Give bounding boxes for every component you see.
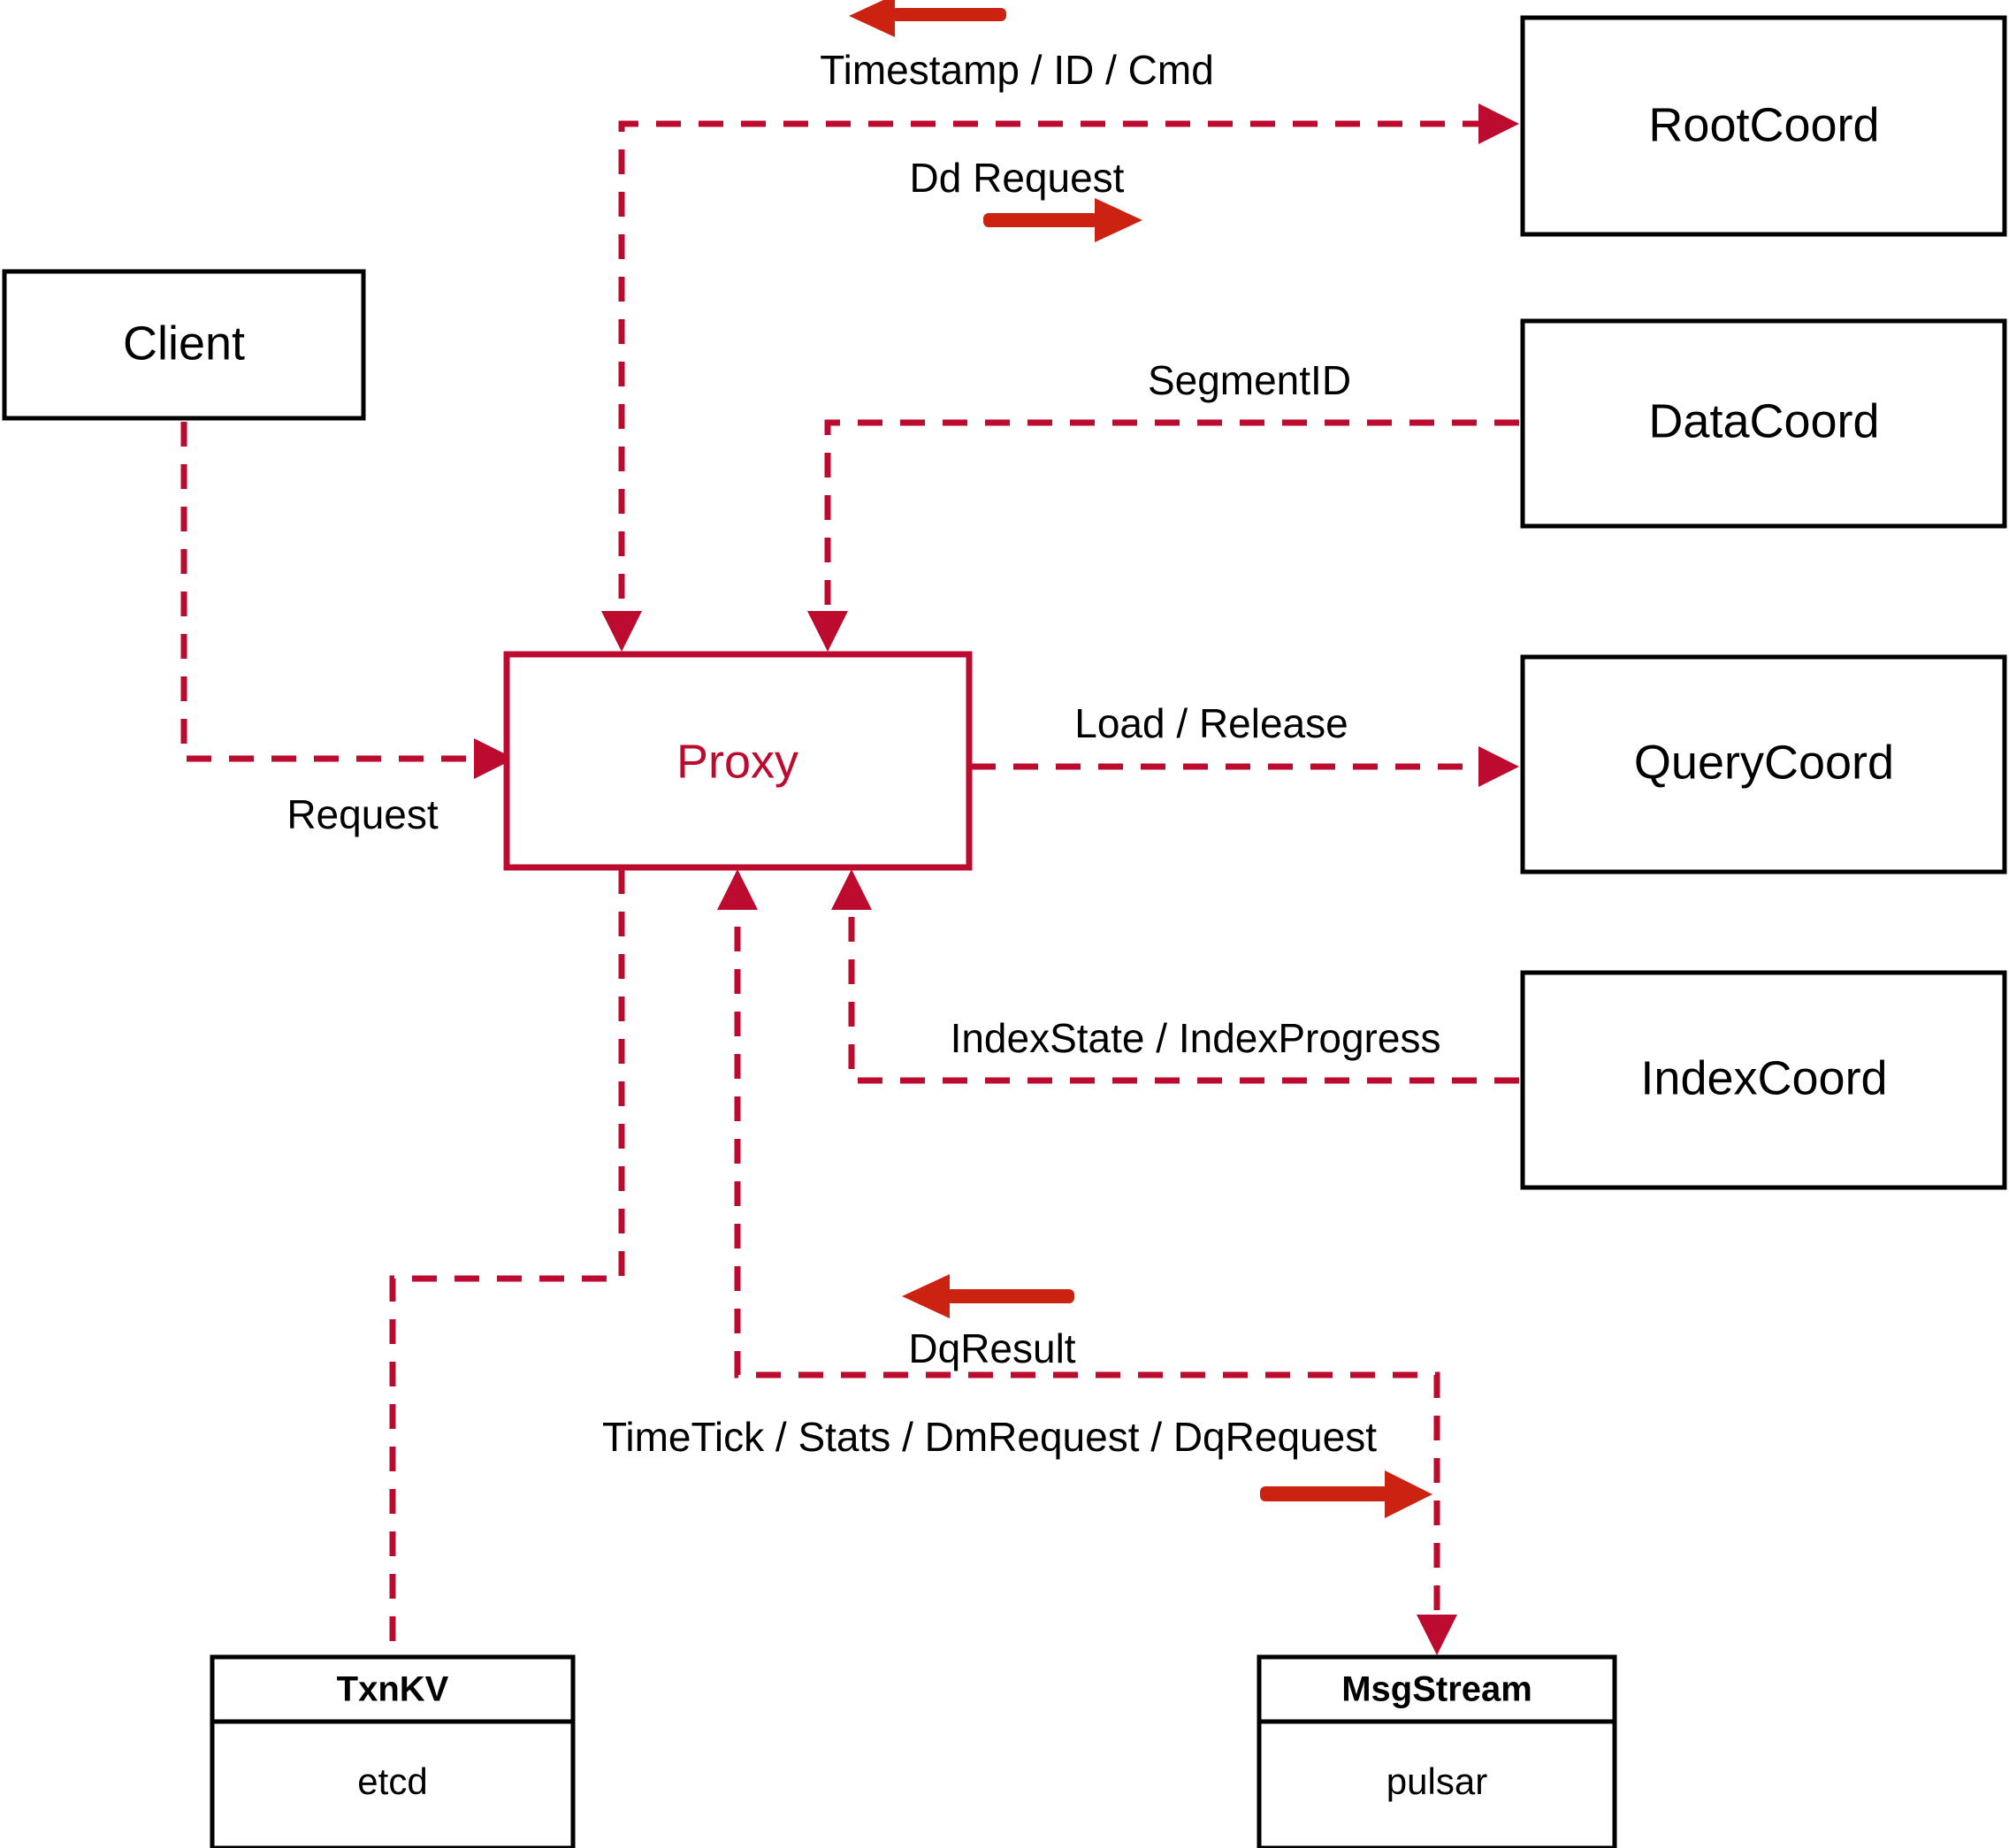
node-querycoord[interactable]: QueryCoord xyxy=(1520,654,2007,874)
node-querycoord-box[interactable] xyxy=(1520,654,2007,874)
node-txnkv[interactable]: TxnKV etcd xyxy=(210,1654,576,1848)
node-datacoord[interactable]: DataCoord xyxy=(1520,318,2007,529)
edge-datacoord-proxy-line xyxy=(824,419,1519,641)
node-txnkv-impl: etcd xyxy=(357,1760,427,1802)
edge-indexcoord-proxy-line xyxy=(848,884,1519,1084)
node-indexcoord-box[interactable] xyxy=(1520,970,2007,1190)
node-msgstream-impl: pulsar xyxy=(1386,1760,1487,1802)
edge-proxy-msgstream-line xyxy=(734,884,1440,1634)
node-rootcoord-box[interactable] xyxy=(1520,15,2007,237)
edge-proxy-msgstream xyxy=(717,869,1457,1655)
node-rootcoord[interactable]: RootCoord xyxy=(1520,15,2007,237)
edge-label-load-release: Load / Release xyxy=(1074,700,1348,746)
node-proxy[interactable]: Proxy xyxy=(503,651,973,871)
node-msgstream[interactable]: MsgStream pulsar xyxy=(1257,1654,1617,1848)
edge-proxy-querycoord xyxy=(971,746,1519,787)
edge-msgstream-arrowhead-down xyxy=(1417,1615,1457,1655)
flow-arrow-timestamp-left xyxy=(849,0,1006,37)
edge-client-proxy xyxy=(180,422,515,779)
node-rootcoord-label: RootCoord xyxy=(1648,98,1879,151)
node-querycoord-label: QueryCoord xyxy=(1634,736,1894,789)
edge-datacoord-proxy xyxy=(807,419,1519,652)
edge-label-request: Request xyxy=(286,791,439,837)
edge-proxy-txnkv xyxy=(389,869,625,1655)
edge-datacoord-arrowhead-down xyxy=(807,611,848,652)
node-proxy-label: Proxy xyxy=(676,735,798,788)
node-client-box[interactable] xyxy=(2,269,366,421)
node-txnkv-box[interactable] xyxy=(210,1654,576,1848)
flow-arrow-timetick-right xyxy=(1260,1470,1432,1518)
node-datacoord-label: DataCoord xyxy=(1648,394,1879,447)
node-indexcoord-label: IndexCoord xyxy=(1640,1051,1887,1104)
edge-rootcoord-arrowhead-down xyxy=(601,611,642,652)
edge-client-proxy-line xyxy=(180,422,492,762)
node-indexcoord[interactable]: IndexCoord xyxy=(1520,970,2007,1190)
edge-label-timestamp-id-cmd: Timestamp / ID / Cmd xyxy=(820,47,1214,93)
edge-label-dd-request: Dd Request xyxy=(910,155,1125,201)
edge-label-dq-result: DqResult xyxy=(908,1325,1075,1371)
edge-rootcoord-proxy xyxy=(601,103,1519,652)
edge-label-index-state-progress: IndexState / IndexProgress xyxy=(951,1015,1441,1061)
edge-rootcoord-arrowhead-right xyxy=(1478,103,1519,144)
edge-indexcoord-arrowhead-up xyxy=(831,869,872,910)
flow-arrow-dd-request-right xyxy=(983,198,1142,242)
edge-indexcoord-proxy xyxy=(831,869,1519,1084)
edge-proxy-txnkv-line xyxy=(389,869,625,1655)
edge-client-arrowhead-right xyxy=(474,738,515,779)
flow-arrow-dqresult-left xyxy=(902,1274,1074,1318)
edge-msgstream-arrowhead-up xyxy=(717,869,758,910)
node-msgstream-title: MsgStream xyxy=(1341,1670,1532,1709)
edge-rootcoord-proxy-line xyxy=(618,120,1494,641)
edge-label-timetick-stats: TimeTick / Stats / DmRequest / DqRequest xyxy=(602,1414,1377,1460)
node-msgstream-box[interactable] xyxy=(1257,1654,1617,1848)
node-proxy-box[interactable] xyxy=(503,651,973,871)
edge-querycoord-arrowhead-right xyxy=(1478,746,1519,787)
edge-label-segment-id: SegmentID xyxy=(1148,357,1351,403)
node-txnkv-title: TxnKV xyxy=(337,1670,449,1709)
node-datacoord-box[interactable] xyxy=(1520,318,2007,529)
node-client-label: Client xyxy=(123,317,245,370)
node-client[interactable]: Client xyxy=(2,269,366,421)
